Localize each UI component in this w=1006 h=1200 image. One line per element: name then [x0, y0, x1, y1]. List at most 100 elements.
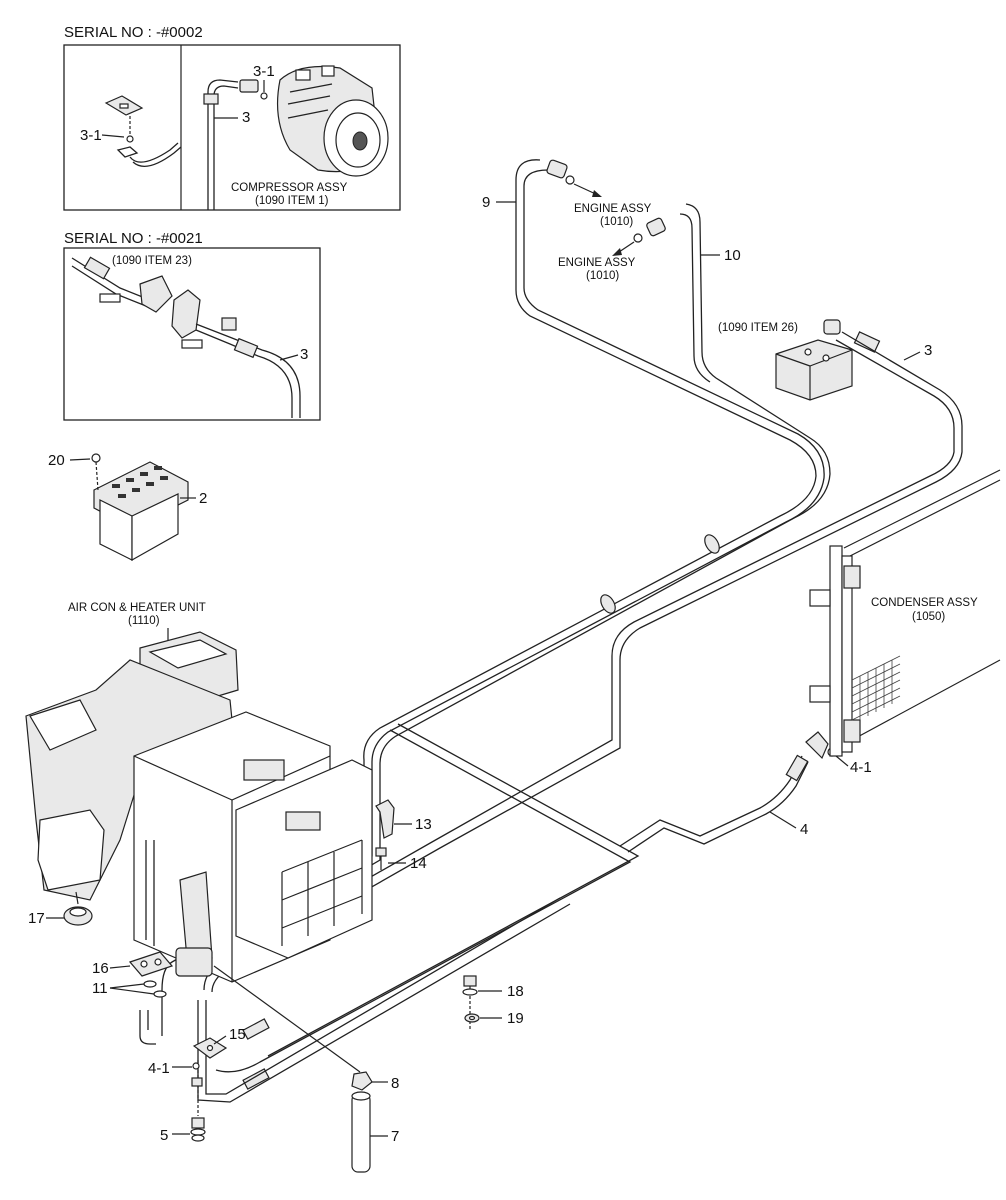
callout-7: 7: [391, 1128, 399, 1145]
engine-lower-ref: (1010): [586, 270, 619, 282]
charge-port-icon: [221, 317, 237, 331]
grommet-17: 17: [28, 891, 93, 927]
washer-hole: [468, 1015, 476, 1021]
port-icon: [804, 348, 812, 356]
callout-16: 16: [92, 960, 109, 977]
bracket-icon: [375, 799, 395, 839]
air-vent-icon: [37, 809, 105, 891]
condenser-name: CONDENSER ASSY: [871, 597, 978, 609]
blower-motor-icon: [243, 759, 285, 781]
receiver-ref: (1090 ITEM 26): [718, 322, 798, 334]
hose-4-b: [627, 761, 809, 853]
liquid-line-b: [267, 723, 640, 1057]
callout-19: 19: [507, 1010, 524, 1027]
o-ring-icon: [143, 980, 157, 988]
leader-line: [903, 351, 921, 361]
actuator-icon: [285, 811, 321, 831]
compressor-name: COMPRESSOR ASSY: [231, 182, 348, 194]
aircon-unit-name: AIR CON & HEATER UNIT: [68, 602, 206, 614]
o-ring-icon: [153, 990, 167, 998]
leader-line: [109, 987, 155, 995]
pipe-nut-icon: [203, 93, 219, 105]
drain-hose-icon: [351, 1093, 371, 1173]
control-panel-body: [131, 493, 179, 562]
callout-10: 10: [724, 247, 741, 264]
hose-9: [363, 159, 817, 830]
callout-17: 17: [28, 910, 45, 927]
hose-clamp-icon: [633, 233, 643, 243]
condenser-bottom-edge: [851, 659, 1001, 741]
grommet-hole: [69, 907, 87, 917]
condenser-top-edge: [849, 479, 1001, 557]
inset-middle-ref: (1090 ITEM 23): [112, 255, 192, 267]
bracket-icon: [809, 685, 831, 703]
engine-lower-name: ENGINE ASSY: [558, 257, 636, 269]
hose-crimp-icon: [83, 256, 111, 280]
pipe-segment: [129, 142, 182, 168]
hose-10: [379, 203, 831, 830]
drain-hose-7: 7: [351, 1091, 399, 1173]
o-ring-icon: [192, 1062, 200, 1070]
drain-elbow-icon: [175, 947, 213, 977]
condenser-assy: CONDENSER ASSY (1050): [809, 469, 1001, 757]
block-edge: [775, 353, 811, 367]
duct-opening: [148, 639, 228, 669]
fastener-axis-line: [95, 461, 99, 491]
hose-crimp-icon: [242, 1018, 270, 1040]
callout-2: 2: [199, 490, 207, 507]
callout-3-main: 3: [924, 342, 932, 359]
fitting-icon: [823, 319, 841, 335]
screw-icon: [91, 453, 101, 463]
condenser-top-edge: [843, 469, 1001, 549]
leader-line: [279, 354, 299, 361]
inset-serial-0002: SERIAL NO : -#0002 3-1 3-1 3: [63, 24, 401, 211]
rings-11: 11: [92, 980, 167, 1045]
o-ring-icon: [260, 92, 268, 100]
arrow-head-icon: [612, 248, 622, 256]
receiver-block-icon: [775, 339, 853, 401]
inset-top-frame: [63, 44, 401, 211]
inset-top-serial: SERIAL NO : -#0002: [64, 24, 203, 41]
valve-block-icon: [171, 289, 201, 339]
callout-15: 15: [229, 1026, 246, 1043]
bolt-head-icon: [375, 847, 387, 857]
leader-line: [835, 755, 849, 767]
callout-3-top: 3: [242, 109, 250, 126]
bracket-13: 13: [375, 799, 432, 839]
panel-buttons-icon: [112, 466, 168, 498]
aircon-unit-ref: (1110): [128, 615, 160, 627]
pipe-flange-icon: [116, 146, 139, 158]
pipe-nut-icon: [233, 337, 259, 359]
leader-line: [75, 891, 79, 905]
hose-crimp-icon: [853, 331, 881, 353]
hose-end-icon: [546, 159, 568, 179]
case-edge: [133, 755, 233, 801]
pipe-flange-icon: [191, 1077, 203, 1087]
hose-end-icon: [646, 217, 666, 237]
filter-cover-icon: [235, 759, 373, 959]
compressor-ref: (1090 ITEM 1): [255, 195, 329, 207]
leader-line: [101, 134, 125, 138]
leader-line: [109, 983, 145, 989]
aircon-heater-unit: [25, 631, 373, 983]
arrow-head-icon: [592, 190, 602, 197]
washer-19: 19: [464, 1010, 524, 1027]
drain-8: 8: [213, 965, 399, 1092]
washer-icon: [191, 1134, 205, 1142]
plate-hole: [206, 1044, 214, 1052]
plate-15: 15: [192, 1026, 246, 1059]
condenser-fin-grid: [851, 655, 901, 721]
hose-9-outer: [371, 169, 825, 830]
callout-3-1-right: 3-1: [253, 63, 275, 80]
mount-bracket-icon: [104, 95, 144, 116]
expansion-block-icon: [139, 275, 173, 313]
engine-upper-name: ENGINE ASSY: [574, 203, 652, 215]
o-ring-icon: [126, 135, 134, 143]
heater-hoses: [363, 159, 831, 830]
clip-icon: [181, 339, 203, 349]
condenser-side-bar: [841, 555, 853, 753]
hose-crimp-icon: [242, 1068, 270, 1090]
condenser-side-bar: [829, 545, 843, 757]
washer-icon: [462, 988, 478, 996]
bolt-14: 14: [375, 847, 427, 872]
